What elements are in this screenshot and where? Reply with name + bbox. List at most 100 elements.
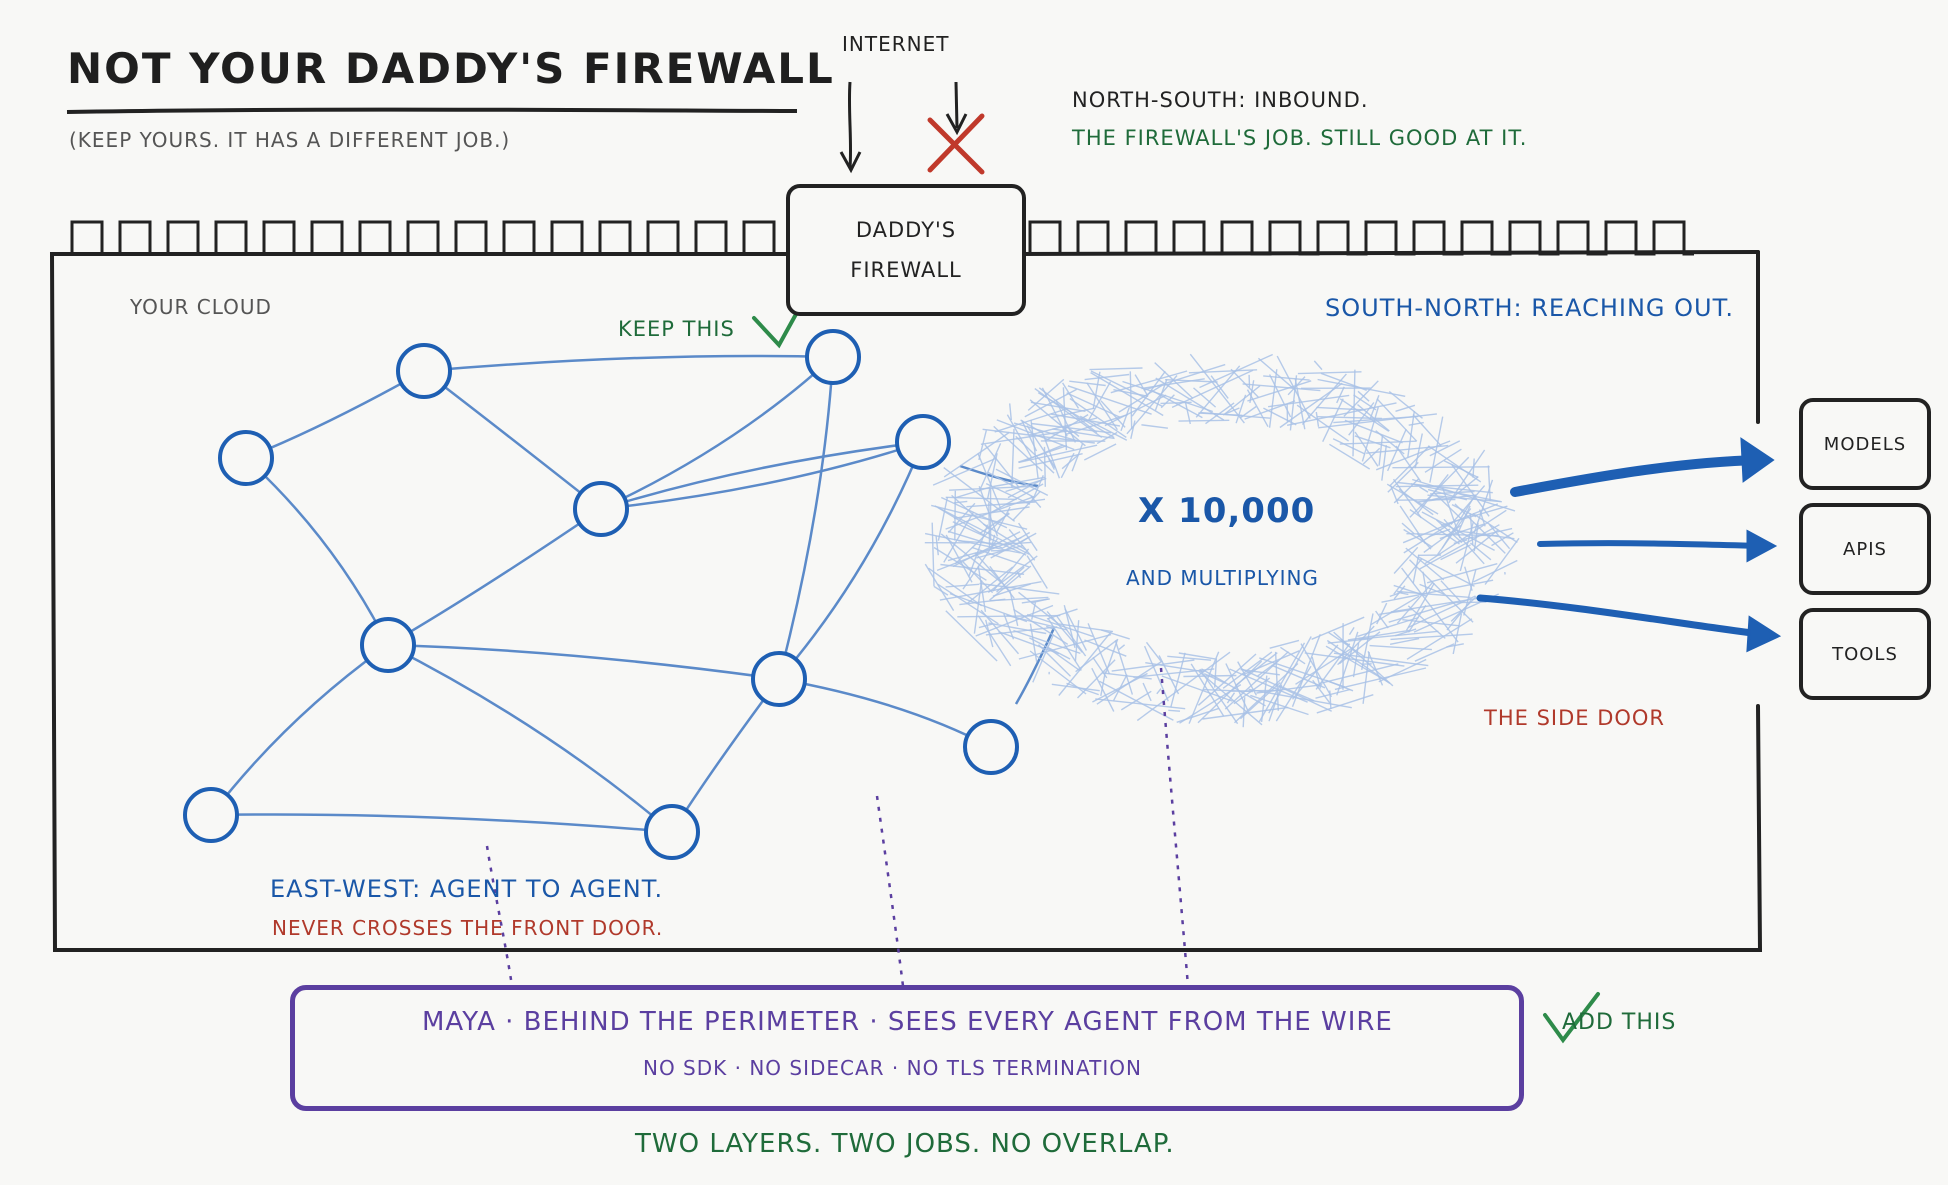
scribble-stroke	[1395, 628, 1417, 637]
scribble-stroke	[1367, 651, 1384, 686]
scribble-stroke	[1168, 709, 1181, 712]
scribble-stroke	[1031, 602, 1037, 620]
scribble-stroke	[953, 506, 1030, 519]
east-west-note: Never crosses the front door.	[272, 916, 664, 940]
scribble-stroke	[1375, 440, 1451, 471]
scribble-stroke	[1193, 387, 1217, 408]
scribble-stroke	[977, 453, 1002, 509]
scribble-stroke	[971, 546, 1030, 568]
scribble-stroke	[1263, 407, 1297, 426]
scribble-stroke	[1409, 509, 1460, 545]
scribble-stroke	[1134, 374, 1149, 396]
arrow-icon	[945, 113, 968, 136]
scribble-stroke	[1354, 435, 1391, 449]
scribble-stroke	[1259, 657, 1346, 688]
scribble-stroke	[1062, 382, 1080, 409]
scribble-stroke	[1388, 390, 1423, 419]
scribble-stroke	[1424, 448, 1462, 473]
scribble-stroke	[1452, 613, 1463, 655]
scribble-stroke	[1392, 466, 1490, 469]
scribble-stroke	[1390, 633, 1473, 641]
agent-node	[751, 651, 807, 707]
scribble-stroke	[1161, 675, 1233, 702]
scribble-stroke	[993, 425, 1043, 472]
scribble-stroke	[1096, 660, 1163, 705]
scribble-stroke	[1030, 419, 1039, 479]
mesh-edge	[777, 356, 835, 680]
scribble-stroke	[941, 496, 1008, 529]
scribble-stroke	[1002, 531, 1031, 549]
agent-swarm-cloud	[924, 353, 1520, 728]
scribble-stroke	[1289, 375, 1298, 431]
agent-node	[218, 430, 274, 486]
agent-node	[360, 617, 416, 673]
scribble-stroke	[1316, 406, 1366, 411]
observation-line	[875, 795, 905, 987]
scribble-stroke	[1257, 357, 1297, 391]
scribble-stroke	[1406, 618, 1473, 660]
mesh-edge	[423, 370, 602, 510]
scribble-stroke	[1401, 522, 1415, 535]
scribble-stroke	[1015, 435, 1055, 474]
scribble-stroke	[951, 494, 990, 530]
mesh-edge	[778, 677, 992, 749]
scribble-stroke	[1469, 542, 1492, 561]
scribble-stroke	[1083, 443, 1117, 461]
scribble-stroke	[1397, 481, 1493, 494]
scribble-stroke	[1419, 486, 1429, 493]
scribble-stroke	[1058, 630, 1113, 696]
scribble-stroke	[1378, 435, 1384, 466]
scribble-stroke	[1269, 639, 1300, 649]
scribble-stroke	[1240, 668, 1280, 676]
scribble-stroke	[1403, 528, 1433, 548]
scribble-stroke	[966, 501, 1036, 508]
scribble-stroke	[954, 500, 968, 504]
scribble-stroke	[1013, 608, 1069, 645]
scribble-stroke	[1361, 407, 1379, 462]
scribble-stroke	[1327, 637, 1373, 644]
scribble-stroke	[978, 443, 1002, 492]
scribble-stroke	[1393, 546, 1419, 574]
scribble-stroke	[1427, 494, 1501, 503]
scribble-stroke	[1379, 608, 1413, 615]
scribble-stroke	[1448, 449, 1486, 504]
scribble-stroke	[945, 583, 980, 588]
scribble-stroke	[1258, 642, 1306, 722]
scribble-stroke	[1275, 665, 1312, 722]
scribble-stroke	[1041, 432, 1061, 479]
mesh-edge	[778, 441, 925, 680]
scribble-stroke	[1013, 629, 1081, 655]
scribble-stroke	[1395, 404, 1416, 412]
scribble-stroke	[1205, 402, 1235, 425]
scribble-stroke	[985, 619, 994, 648]
scribble-stroke	[1126, 375, 1178, 435]
scribble-stroke	[1423, 525, 1462, 553]
scribble-stroke	[1332, 438, 1366, 455]
scribble-stroke	[1381, 445, 1387, 481]
scribble-stroke	[1450, 485, 1486, 525]
scribble-stroke	[1297, 371, 1362, 375]
scribble-stroke	[1013, 422, 1079, 442]
scribble-stroke	[1276, 355, 1311, 419]
scribble-stroke	[1031, 598, 1049, 604]
scribble-stroke	[1417, 494, 1477, 503]
scribble-stroke	[1046, 608, 1078, 620]
scribble-stroke	[996, 419, 1075, 451]
scribble-stroke	[1412, 554, 1420, 584]
scribble-stroke	[1426, 563, 1498, 584]
scribble-stroke	[1416, 473, 1449, 514]
scribble-stroke	[1399, 505, 1427, 545]
scribble-stroke	[1102, 672, 1152, 680]
footer-tagline: Two layers. Two jobs. No overlap.	[635, 1129, 1175, 1159]
scribble-stroke	[1066, 682, 1099, 696]
keep-this-label: Keep this	[618, 317, 735, 341]
scribble-stroke	[1375, 610, 1389, 629]
agent-node	[963, 719, 1019, 775]
scribble-stroke	[996, 506, 1011, 533]
page-title: Not your daddy's firewall	[67, 44, 835, 93]
internet-label: Internet	[842, 32, 950, 56]
scribble-stroke	[1336, 386, 1345, 404]
scribble-stroke	[1197, 653, 1257, 706]
scribble-stroke	[1016, 571, 1022, 579]
